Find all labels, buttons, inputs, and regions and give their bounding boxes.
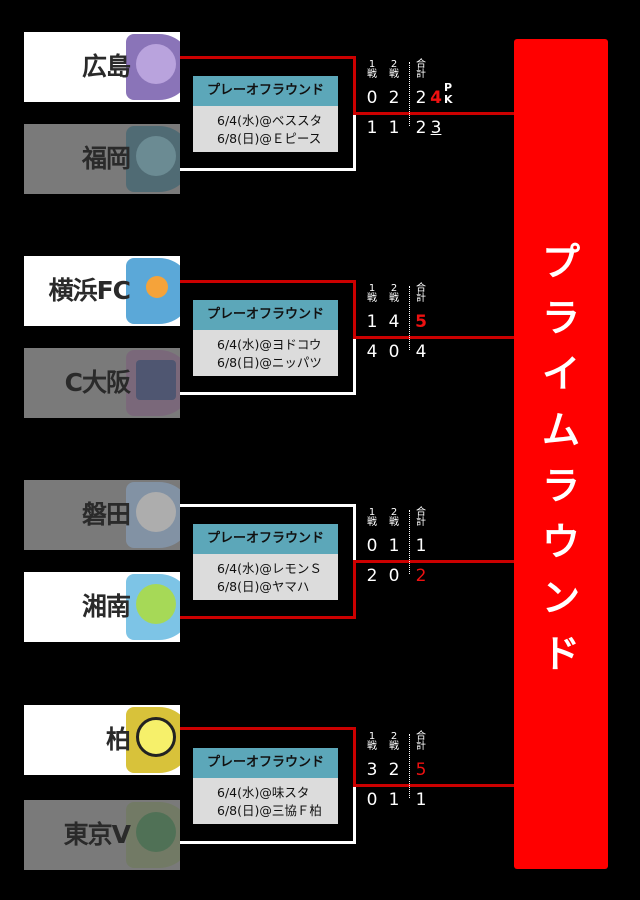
team-name: 湘南 [81,592,131,621]
leg2-date-venue: 6/8(日)@Ｅピース [217,131,322,146]
top-leg2: 2 [388,760,400,780]
prime-round-label: プ ラ イ ム ラ ウ ン ド [541,240,580,676]
team-iwata[interactable]: 磐田 [24,480,180,550]
team-tokyo-verdy[interactable]: 東京V [24,800,180,870]
match-info-box: プレーオフラウンド 6/4(水)@味スタ 6/8(日)@三協Ｆ柏 [193,748,338,824]
iwata-crest-icon [126,482,180,548]
team-name: 東京V [63,820,131,849]
team-name: 磐田 [81,500,131,529]
top-pk-score: 4 [430,88,442,108]
top-leg1: 0 [366,88,378,108]
top-leg1: 3 [366,760,378,780]
bottom-leg2: 0 [388,566,400,586]
winner-bracket-line [180,727,356,787]
top-leg2: 2 [388,88,400,108]
leg1-date-venue: 6/4(水)@レモンＳ [217,561,322,576]
loser-bracket-line [180,339,356,395]
team-hiroshima[interactable]: 広島 [24,32,180,102]
advance-line [353,560,514,563]
round-label: プレーオフラウンド [193,76,338,106]
winner-bracket-line [180,280,356,339]
round-label: プレーオフラウンド [193,300,338,330]
team-name: 柏 [105,725,131,754]
leg1-date-venue: 6/4(水)@ベススタ [217,113,323,128]
top-leg2: 4 [388,312,400,332]
top-total: 2 [415,88,427,108]
advance-line [353,784,514,787]
team-name: 福岡 [81,144,131,173]
top-total: 1 [415,536,427,556]
leg1-date-venue: 6/4(水)@ヨドコウ [217,337,322,352]
team-shonan[interactable]: 湘南 [24,572,180,642]
leg2-date-venue: 6/8(日)@ニッパツ [217,355,322,370]
kashiwa-crest-icon [126,707,180,773]
match-info-box: プレーオフラウンド 6/4(水)@レモンＳ 6/8(日)@ヤマハ [193,524,338,600]
tokyo-verdy-crest-icon [126,802,180,868]
top-total: 5 [415,312,427,332]
bottom-leg2: 1 [388,118,400,138]
team-fukuoka[interactable]: 福岡 [24,124,180,194]
yokohama-fc-crest-icon [126,258,180,324]
loser-bracket-line [180,787,356,844]
leg2-date-venue: 6/8(日)@三協Ｆ柏 [217,803,322,818]
bottom-leg1: 2 [366,566,378,586]
team-name: C大阪 [64,368,131,397]
leg1-date-venue: 6/4(水)@味スタ [217,785,310,800]
team-name: 広島 [81,52,131,81]
fukuoka-crest-icon [126,126,180,192]
winner-bracket-line [180,563,356,619]
match-info-box: プレーオフラウンド 6/4(水)@ヨドコウ 6/8(日)@ニッパツ [193,300,338,376]
bottom-leg1: 4 [366,342,378,362]
team-cerezo-osaka[interactable]: C大阪 [24,348,180,418]
bottom-total: 2 [415,566,427,586]
bottom-leg1: 0 [366,790,378,810]
team-kashiwa[interactable]: 柏 [24,705,180,775]
bottom-total: 2 [415,118,427,138]
top-leg1: 0 [366,536,378,556]
top-leg2: 1 [388,536,400,556]
advance-line [353,336,514,339]
team-yokohama-fc[interactable]: 横浜FC [24,256,180,326]
round-label: プレーオフラウンド [193,524,338,554]
bottom-pk-score: 3 [430,118,442,138]
bottom-total: 1 [415,790,427,810]
match-info-box: プレーオフラウンド 6/4(水)@ベススタ 6/8(日)@Ｅピース [193,76,338,152]
loser-bracket-line [180,504,356,563]
hiroshima-crest-icon [126,34,180,100]
advance-line [353,112,514,115]
shonan-crest-icon [126,574,180,640]
top-leg1: 1 [366,312,378,332]
top-total: 5 [415,760,427,780]
round-label: プレーオフラウンド [193,748,338,778]
loser-bracket-line [180,115,356,171]
bottom-leg2: 0 [388,342,400,362]
bottom-leg1: 1 [366,118,378,138]
prime-round-panel[interactable]: プ ラ イ ム ラ ウ ン ド [514,39,608,869]
winner-bracket-line [180,56,356,115]
leg2-date-venue: 6/8(日)@ヤマハ [217,579,310,594]
cerezo-osaka-crest-icon [126,350,180,416]
team-name: 横浜FC [48,276,131,305]
bottom-leg2: 1 [388,790,400,810]
bottom-total: 4 [415,342,427,362]
